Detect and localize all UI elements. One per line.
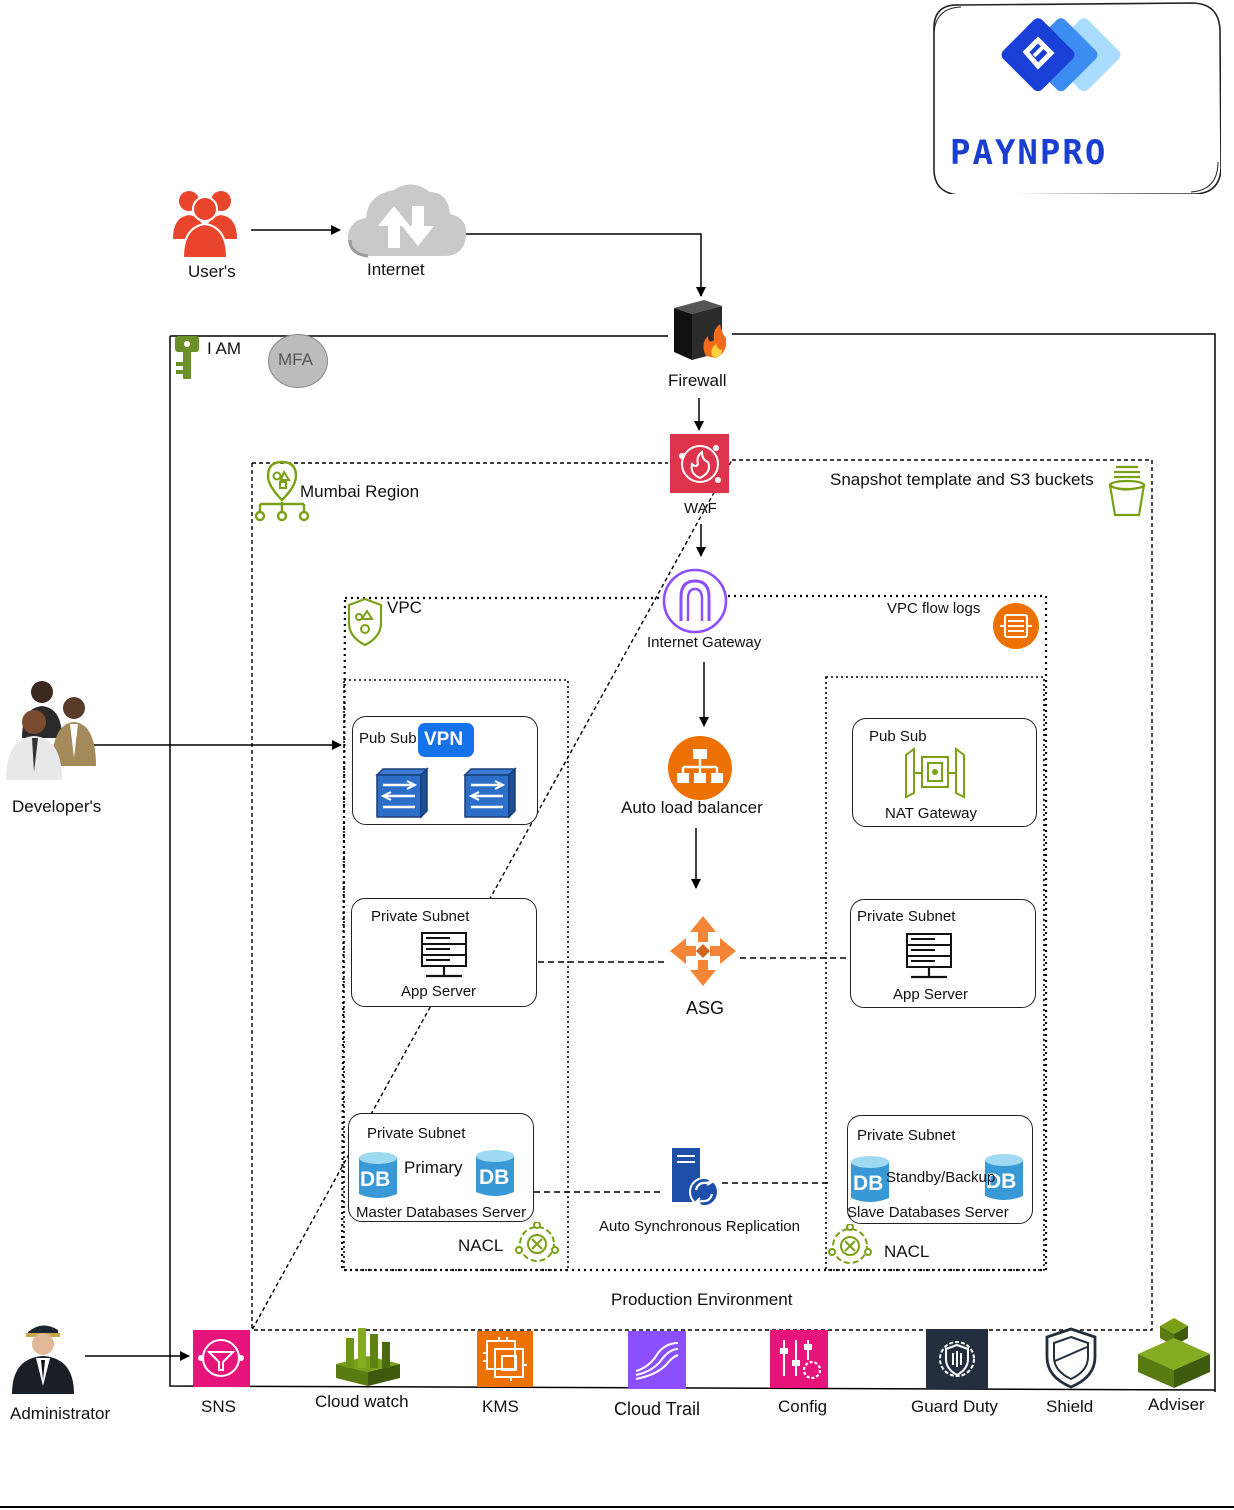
developers-label: Developer's bbox=[12, 797, 102, 816]
vpn-icon: VPN bbox=[418, 723, 474, 757]
bucket-icon bbox=[1106, 463, 1148, 524]
cloud-icon bbox=[346, 178, 470, 267]
left-pubsub-box: Pub Sub VPN bbox=[352, 716, 538, 825]
shield-icon bbox=[1043, 1327, 1099, 1394]
kms-label: KMS bbox=[482, 1397, 519, 1416]
cloudtrail-label: Cloud Trail bbox=[614, 1399, 701, 1419]
region-icon bbox=[252, 460, 312, 527]
flow-logs-label: VPC flow logs bbox=[887, 600, 981, 617]
router-icon bbox=[373, 765, 431, 824]
right-app-server-label: App Server bbox=[893, 986, 969, 1003]
iam-boundary bbox=[169, 333, 1216, 1392]
load-balancer-label: Auto load balancer bbox=[621, 798, 763, 817]
guardduty-label: Guard Duty bbox=[911, 1397, 998, 1416]
left-db-server-label: Master Databases Server bbox=[356, 1204, 527, 1221]
config-label: Config bbox=[778, 1397, 828, 1416]
arrow-internet-firewall bbox=[466, 233, 706, 297]
replication-label: Auto Synchronous Replication bbox=[599, 1218, 800, 1235]
users-label: User's bbox=[188, 262, 236, 281]
replication-icon bbox=[670, 1146, 722, 1213]
asg-icon bbox=[668, 914, 738, 993]
environment-label: Production Environment bbox=[611, 1290, 793, 1309]
router-icon bbox=[461, 765, 519, 824]
database-icon: DB bbox=[850, 1154, 890, 1204]
waf-icon bbox=[670, 434, 729, 498]
right-db-subnet-label: Private Subnet bbox=[857, 1127, 956, 1144]
server-icon bbox=[905, 932, 953, 985]
right-nacl-label: NACL bbox=[884, 1242, 930, 1261]
database-icon: DB bbox=[358, 1150, 398, 1200]
cloudwatch-label: Cloud watch bbox=[315, 1392, 409, 1411]
gateway-icon bbox=[661, 567, 729, 640]
shield-label: Shield bbox=[1046, 1397, 1094, 1416]
iam-label: I AM bbox=[207, 339, 242, 358]
left-app-server-label: App Server bbox=[401, 983, 477, 1000]
left-db-text: DB bbox=[360, 1168, 391, 1191]
region-boundary bbox=[250, 459, 1153, 1331]
administrator-label: Administrator bbox=[10, 1404, 111, 1423]
right-app-subnet: Private Subnet App Server bbox=[850, 899, 1036, 1008]
right-pubsub-label: Pub Sub bbox=[869, 728, 927, 745]
vpc-boundary bbox=[340, 594, 1048, 1272]
left-app-subnet: Private Subnet App Server bbox=[351, 898, 537, 1007]
sns-icon bbox=[193, 1330, 250, 1392]
nacl-icon bbox=[515, 1221, 559, 1271]
right-db-text-2: DB bbox=[986, 1170, 1017, 1193]
right-db-server-label: Slave Databases Server bbox=[847, 1204, 1009, 1221]
right-subnet-column bbox=[825, 676, 1045, 1271]
users-icon bbox=[167, 183, 243, 264]
config-icon bbox=[770, 1330, 828, 1393]
waf-label: WAF bbox=[684, 500, 717, 517]
server-icon bbox=[420, 931, 468, 984]
firewall-icon bbox=[670, 298, 727, 367]
asg-label: ASG bbox=[686, 998, 725, 1018]
gateway-label: Internet Gateway bbox=[647, 634, 762, 651]
flow-logs-icon bbox=[992, 602, 1040, 655]
vpc-shield-icon bbox=[346, 597, 384, 652]
mfa-label: MFA bbox=[278, 350, 313, 369]
vpc-label: VPC bbox=[387, 598, 422, 617]
left-db-subnet-label: Private Subnet bbox=[367, 1125, 466, 1142]
kms-icon bbox=[477, 1331, 533, 1392]
firewall-label: Firewall bbox=[668, 371, 727, 390]
administrator-icon bbox=[10, 1316, 74, 1401]
vpn-label: VPN bbox=[424, 729, 464, 750]
key-icon bbox=[172, 336, 202, 387]
left-db-role: Primary bbox=[404, 1158, 463, 1177]
left-pubsub-label: Pub Sub bbox=[359, 730, 417, 747]
left-subnet-column bbox=[343, 679, 569, 1271]
mfa-badge: MFA bbox=[268, 334, 328, 388]
left-db-subnet: Private Subnet DB Primary DB Master Data… bbox=[348, 1113, 534, 1222]
developers-icon bbox=[4, 676, 96, 787]
load-balancer-icon bbox=[667, 735, 733, 806]
adviser-label: Adviser bbox=[1148, 1395, 1205, 1414]
guardduty-icon bbox=[926, 1329, 988, 1394]
right-db-role: Standby/Backup bbox=[886, 1169, 996, 1186]
left-db-text-2: DB bbox=[479, 1166, 510, 1189]
adviser-icon bbox=[1134, 1316, 1212, 1395]
right-db-text: DB bbox=[853, 1172, 884, 1195]
cloudtrail-icon bbox=[628, 1331, 686, 1394]
left-nacl-label: NACL bbox=[458, 1236, 504, 1255]
sns-label: SNS bbox=[201, 1397, 236, 1416]
brand-logo: PAYNPRO bbox=[931, 2, 1222, 196]
snapshot-label: Snapshot template and S3 buckets bbox=[830, 470, 1094, 489]
cloudwatch-icon bbox=[332, 1326, 404, 1393]
brand-logo-mark bbox=[933, 2, 1222, 196]
nat-label: NAT Gateway bbox=[885, 805, 977, 822]
left-app-subnet-label: Private Subnet bbox=[371, 908, 470, 925]
region-label: Mumbai Region bbox=[300, 482, 420, 501]
right-app-subnet-label: Private Subnet bbox=[857, 908, 956, 925]
database-icon: DB bbox=[475, 1148, 515, 1198]
right-pubsub-box: Pub Sub NAT Gateway bbox=[852, 718, 1037, 827]
brand-name: PAYNPRO bbox=[950, 133, 1108, 173]
nat-icon bbox=[904, 747, 966, 804]
nacl-icon bbox=[828, 1223, 872, 1273]
database-icon: DB bbox=[984, 1152, 1024, 1202]
right-db-subnet: Private Subnet DB DB Standby/Backup Slav… bbox=[847, 1115, 1033, 1224]
internet-label: Internet bbox=[367, 260, 425, 279]
